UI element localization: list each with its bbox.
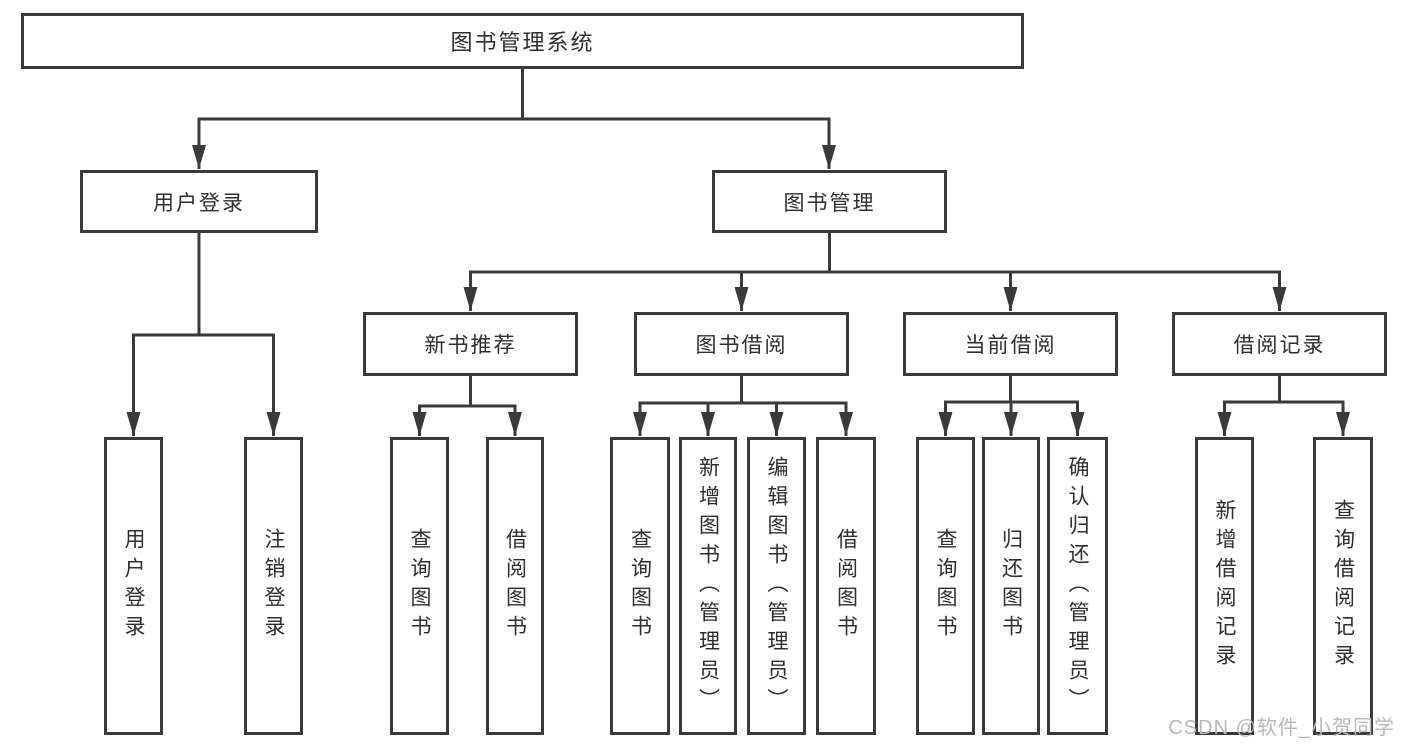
node-book-borrow-label: 图书借阅 — [695, 334, 788, 357]
leaf-add-books-admin: 新增图书（管理员） — [679, 437, 737, 735]
node-borrow-records-label: 借阅记录 — [1233, 334, 1326, 357]
leaf-query-books-2: 查询图书 — [610, 437, 670, 735]
node-book-management: 图书管理 — [712, 170, 947, 233]
leaf-borrow-books-1-label: 借阅图书 — [503, 528, 527, 644]
node-new-book-recommend-label: 新书推荐 — [424, 334, 517, 357]
leaf-query-books-3-label: 查询图书 — [934, 528, 957, 644]
leaf-logout-label: 注销登录 — [262, 528, 285, 644]
leaf-return-books: 归还图书 — [982, 437, 1040, 735]
leaf-user-login: 用户登录 — [104, 437, 163, 735]
leaf-query-books-2-label: 查询图书 — [628, 528, 652, 644]
leaf-return-books-label: 归还图书 — [999, 528, 1023, 644]
leaf-add-books-admin-label: 新增图书（管理员） — [696, 455, 720, 717]
node-user-login: 用户登录 — [80, 170, 318, 233]
leaf-query-books-1: 查询图书 — [390, 437, 449, 735]
leaf-edit-books-admin-label: 编辑图书（管理员） — [765, 455, 788, 717]
node-root: 图书管理系统 — [21, 13, 1024, 69]
leaf-confirm-return-admin: 确认归还（管理员） — [1047, 437, 1108, 735]
leaf-logout: 注销登录 — [244, 437, 303, 735]
leaf-add-borrow-record: 新增借阅记录 — [1195, 437, 1254, 735]
leaf-query-borrow-record-label: 查询借阅记录 — [1331, 499, 1355, 673]
leaf-query-books-1-label: 查询图书 — [408, 528, 431, 644]
node-borrow-records: 借阅记录 — [1172, 312, 1387, 376]
leaf-query-borrow-record: 查询借阅记录 — [1313, 437, 1373, 735]
node-book-borrow: 图书借阅 — [634, 312, 849, 376]
leaf-confirm-return-admin-label: 确认归还（管理员） — [1066, 455, 1089, 717]
node-root-label: 图书管理系统 — [450, 30, 595, 55]
leaf-user-login-label: 用户登录 — [122, 528, 145, 644]
leaf-borrow-books-1: 借阅图书 — [486, 437, 544, 735]
node-book-management-label: 图书管理 — [783, 191, 876, 215]
leaf-borrow-books-2-label: 借阅图书 — [834, 528, 858, 644]
leaf-borrow-books-2: 借阅图书 — [816, 437, 876, 735]
node-current-borrow: 当前借阅 — [903, 312, 1118, 376]
node-new-book-recommend: 新书推荐 — [363, 312, 578, 376]
leaf-edit-books-admin: 编辑图书（管理员） — [747, 437, 806, 735]
leaf-add-borrow-record-label: 新增借阅记录 — [1213, 499, 1236, 673]
node-user-login-label: 用户登录 — [153, 191, 245, 215]
leaf-query-books-3: 查询图书 — [916, 437, 975, 735]
node-current-borrow-label: 当前借阅 — [964, 334, 1057, 357]
